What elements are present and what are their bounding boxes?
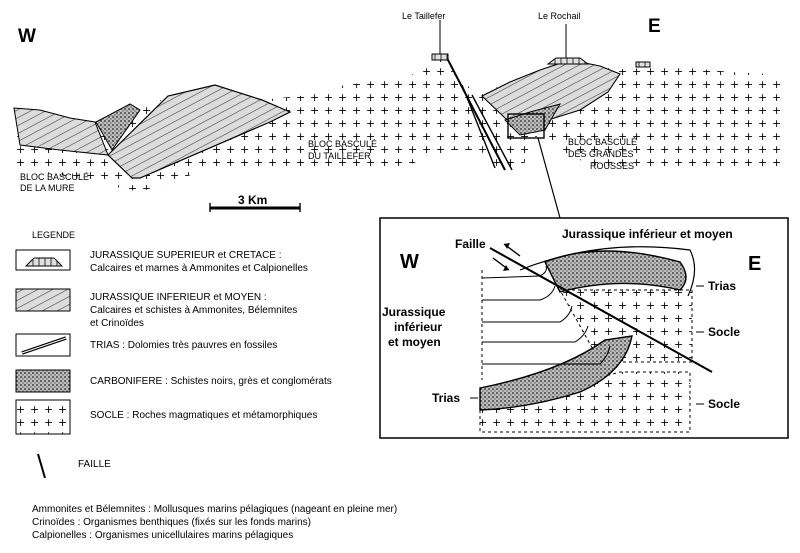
- inset-top-label: Jurassique inférieur et moyen: [562, 227, 733, 241]
- east-label: E: [648, 16, 661, 37]
- inset-arrow-up-head: [504, 243, 510, 249]
- inset-strata-3: [482, 305, 573, 323]
- fault-taillefer: [446, 57, 506, 171]
- peak-rochail-label: Le Rochail: [538, 11, 581, 21]
- inset-fault-line: [489, 247, 713, 373]
- legend-lower-desc2: et Crinoïdes: [90, 318, 144, 329]
- legend-lower-name: JURASSIQUE INFERIEUR et MOYEN :: [90, 292, 267, 303]
- rochail-cap: [546, 57, 590, 65]
- inset-trias-left: Trias: [432, 391, 460, 405]
- legend-carbonifere-name: CARBONIFERE : Schistes noirs, grès et co…: [90, 376, 332, 387]
- jurassic-left-edge: [13, 107, 109, 156]
- inset-left-label-3: et moyen: [388, 335, 441, 349]
- inset-socle-upper: [559, 289, 693, 363]
- caption-calpionelles: Calpionelles : Organismes unicellulaires…: [32, 530, 294, 541]
- block-rousses-l2: DES GRANDES: [568, 149, 634, 159]
- zoom-box: [507, 113, 545, 139]
- legend-swatch-carbonifere: [15, 369, 71, 393]
- scale-label: 3 Km: [238, 193, 267, 207]
- inset-trias-right: Trias: [708, 279, 736, 293]
- cross-section: [12, 20, 785, 219]
- inset-left-label-2: inférieur: [394, 320, 442, 334]
- zoom-connector: [537, 137, 561, 219]
- legend-upper-desc: Calcaires et marnes à Ammonites et Calpi…: [90, 263, 308, 274]
- inset-panel: [379, 217, 789, 439]
- legend-trias-band-inner: [21, 337, 67, 354]
- caption-ammonites: Ammonites et Bélemnites : Mollusques mar…: [32, 504, 398, 515]
- inset-carbonifere-lower: [479, 335, 633, 411]
- legend-swatch-upper-fill: [24, 257, 64, 267]
- taillefer-cap: [431, 53, 449, 61]
- legend-fault-name: FAILLE: [78, 459, 111, 470]
- legend-socle-name: SOCLE : Roches magmatiques et métamorphi…: [90, 410, 317, 421]
- legend-lower-desc1: Calcaires et schistes à Ammonites, Bélem…: [90, 305, 297, 316]
- inset-strata-4: [482, 325, 589, 343]
- jurassic-block-la-mure: [107, 84, 292, 179]
- inset-socle-lower-label: Socle: [708, 397, 740, 411]
- fault-taillefer-2: [461, 84, 496, 169]
- inset-left-label-1: Jurassique: [382, 305, 446, 319]
- inset-socle-upper-label: Socle: [708, 325, 740, 339]
- peak-taillefer-label: Le Taillefer: [402, 11, 445, 21]
- legend-title: LEGENDE: [32, 230, 75, 240]
- inset-strata-2: [482, 285, 556, 301]
- right-cap: [635, 61, 651, 68]
- carbonifere-strip-left: [95, 103, 141, 151]
- inset-arrow-down-head: [503, 265, 509, 271]
- inset-jurassic-top: [519, 246, 696, 297]
- legend-swatch-socle: [15, 399, 71, 435]
- inset-east-label: E: [748, 253, 761, 275]
- legend-trias-name: TRIAS : Dolomies très pauvres en fossile…: [90, 340, 277, 351]
- block-taillefer-l2: DU TAILLEFER: [308, 151, 371, 161]
- legend-swatch-lower-jurassic: [15, 288, 71, 312]
- block-la-mure-l1: BLOC BASCULÉ: [20, 172, 89, 182]
- fault-taillefer-3: [471, 94, 513, 171]
- block-la-mure-l2: DE LA MURE: [20, 183, 75, 193]
- inset-strata-5: [482, 345, 611, 365]
- west-label: W: [18, 26, 36, 47]
- legend-fault-symbol: [37, 453, 46, 479]
- block-taillefer-l1: BLOC BASCULÉ: [308, 139, 377, 149]
- block-rousses-l1: BLOC BASCULÉ: [568, 137, 637, 147]
- legend-upper-name: JURASSIQUE SUPERIEUR et CRETACE :: [90, 250, 282, 261]
- inset-west-label: W: [400, 251, 419, 273]
- inset-carbonifere-upper: [544, 250, 687, 293]
- inset-fault-label: Faille: [455, 237, 486, 251]
- caption-crinoides: Crinoïdes : Organismes benthiques (fixés…: [32, 517, 312, 528]
- scale-bar: [209, 203, 301, 212]
- block-rousses-l3: ROUSSES: [590, 161, 634, 171]
